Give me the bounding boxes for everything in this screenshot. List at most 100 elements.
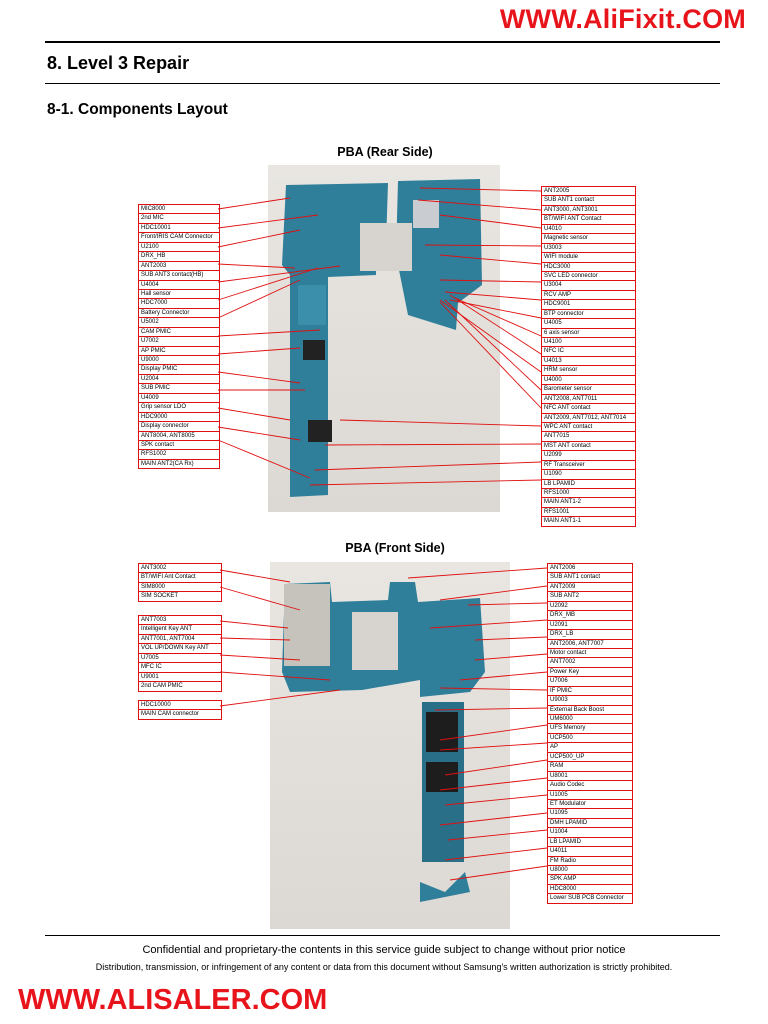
callout-label: ANT3000, ANT3001 — [542, 206, 635, 216]
callout-label: SPK AMP — [548, 875, 632, 885]
callout-label: DMH LPAMID — [548, 819, 632, 829]
callout-label: Lower SUB PCB Connector — [550, 895, 624, 902]
callout-label: Motor contact — [548, 649, 632, 659]
callout-label: MAIN ANT1-1 — [544, 518, 582, 525]
callout-label: MIC8000 — [139, 205, 219, 215]
callout-label: U7005 — [139, 654, 221, 664]
section-title: 8-1. Components Layout — [47, 101, 228, 118]
callout-label: ANT2006, ANT7007 — [548, 640, 632, 649]
callout-label: U4100 — [542, 338, 635, 348]
watermark-top: WWW.AliFixit.COM — [499, 4, 746, 34]
callout-label: U1090 — [542, 470, 635, 480]
callout-label: U9000 — [139, 356, 219, 366]
callout-label: ANT2003 — [139, 262, 219, 272]
callout-label: MST ANT contact — [542, 442, 635, 452]
callout-label: SUB ANT1 contact — [542, 196, 635, 206]
callout-label: External Back Boost — [548, 706, 632, 715]
header-rule — [45, 41, 720, 43]
callout-label: 2nd MIC — [139, 214, 219, 224]
callout-label: ANT7015 — [542, 432, 635, 442]
callout-label: UFS Memory — [548, 724, 632, 734]
callout-label: SIM SOCKET — [141, 593, 179, 600]
footer-rule — [45, 935, 720, 936]
callout-label: WIFI module — [542, 253, 635, 263]
rear-title: PBA (Rear Side) — [337, 145, 433, 159]
callout-label: U4000 — [542, 376, 635, 386]
callout-label: DRX_MB — [548, 611, 632, 621]
callout-label: U2004 — [139, 375, 219, 385]
callout-label: AP — [548, 743, 632, 753]
callout-label: Battery Connector — [139, 309, 219, 319]
callout-label: U1005 — [548, 791, 632, 800]
callout-label: VOL UP/DOWN Key ANT — [139, 644, 221, 654]
callout-label: HDC9001 — [542, 300, 635, 310]
callout-label: MAIN ANT2(CA Rx) — [141, 460, 194, 467]
callout-label: U4009 — [139, 394, 219, 404]
callout-label: SUB ANT2 — [548, 592, 632, 602]
callout-label: U8001 — [548, 772, 632, 782]
callout-label: U4013 — [542, 357, 635, 367]
callout-label: CAM PMIC — [139, 328, 219, 338]
callout-label: Grip sensor LDO — [139, 403, 219, 413]
callout-label: ANT2006 — [548, 564, 632, 574]
callout-label: U4004 — [139, 281, 219, 290]
watermark-bottom: WWW.ALISALER.COM — [18, 984, 328, 1016]
callout-label: HDC10000 — [139, 701, 221, 711]
callout-label: ANT2009, ANT7012, ANT7014 — [542, 414, 635, 423]
callout-label: U4005 — [542, 319, 635, 329]
callout-label: BT/WIFI Ant Contact — [139, 573, 221, 583]
callout-label: U2092 — [548, 602, 632, 612]
callout-label: RF Transceiver — [542, 461, 635, 471]
callout-label: Magnetic sensor — [542, 234, 635, 244]
callout-label: ANT2009 — [548, 583, 632, 593]
callout-label: MAIN ANT1-2 — [542, 498, 635, 508]
callout-label: UCP500_UP — [548, 753, 632, 763]
callout-label: UCP500 — [548, 734, 632, 744]
callout-label: UM6000 — [548, 715, 632, 725]
callout-label: AP PMIC — [139, 347, 219, 356]
callout-label: BTP connector — [542, 310, 635, 320]
callout-label: DRX_HB — [139, 252, 219, 262]
callout-label: Front/IRIS CAM Connector — [139, 233, 219, 243]
callout-label: MFC IC — [139, 663, 221, 673]
footer-legal: Distribution, transmission, or infringem… — [95, 962, 673, 972]
callout-label: BT/WIFI ANT Contact — [542, 215, 635, 225]
callout-label: U2091 — [548, 621, 632, 631]
callout-label: Intelligent Key ANT — [139, 625, 221, 635]
callout-label: ANT7001, ANT7004 — [139, 635, 221, 645]
callout-label: HDC9000 — [139, 413, 219, 423]
callout-label: NFC IC — [542, 347, 635, 357]
front-title: PBA (Front Side) — [345, 541, 445, 555]
callout-label: SUB PMIC — [139, 384, 219, 394]
callout-label: WPC ANT contact — [542, 423, 635, 433]
callout-label: ANT7002 — [548, 658, 632, 668]
callout-label: NFC ANT contact — [542, 404, 635, 414]
callout-label: HDC8000 — [548, 885, 632, 895]
callout-label: Power Key — [548, 668, 632, 678]
callout-label: Display PMIC — [139, 365, 219, 375]
callout-label: MAIN CAM connector — [141, 711, 200, 718]
callout-label: DRX_LB — [548, 630, 632, 640]
callout-label: Audio Codec — [548, 781, 632, 791]
callout-label: RCV AMP — [542, 291, 635, 301]
callout-label: FM Radio — [548, 857, 632, 866]
callout-label: IF PMIC — [548, 687, 632, 697]
rear-board-image — [282, 179, 482, 497]
callout-label: HRM sensor — [542, 366, 635, 376]
rear-photo — [268, 165, 500, 512]
callout-label: SPK contact — [139, 441, 219, 451]
callout-label: Hall sensor — [139, 290, 219, 300]
callout-label: HDC3000 — [542, 263, 635, 272]
callout-label: U9003 — [548, 696, 632, 706]
callout-label: RFS1001 — [542, 508, 635, 518]
callout-label: SUB ANT3 contact(HB) — [139, 271, 219, 281]
callout-label: ET Modulator — [548, 800, 632, 810]
callout-label: U3004 — [542, 281, 635, 291]
